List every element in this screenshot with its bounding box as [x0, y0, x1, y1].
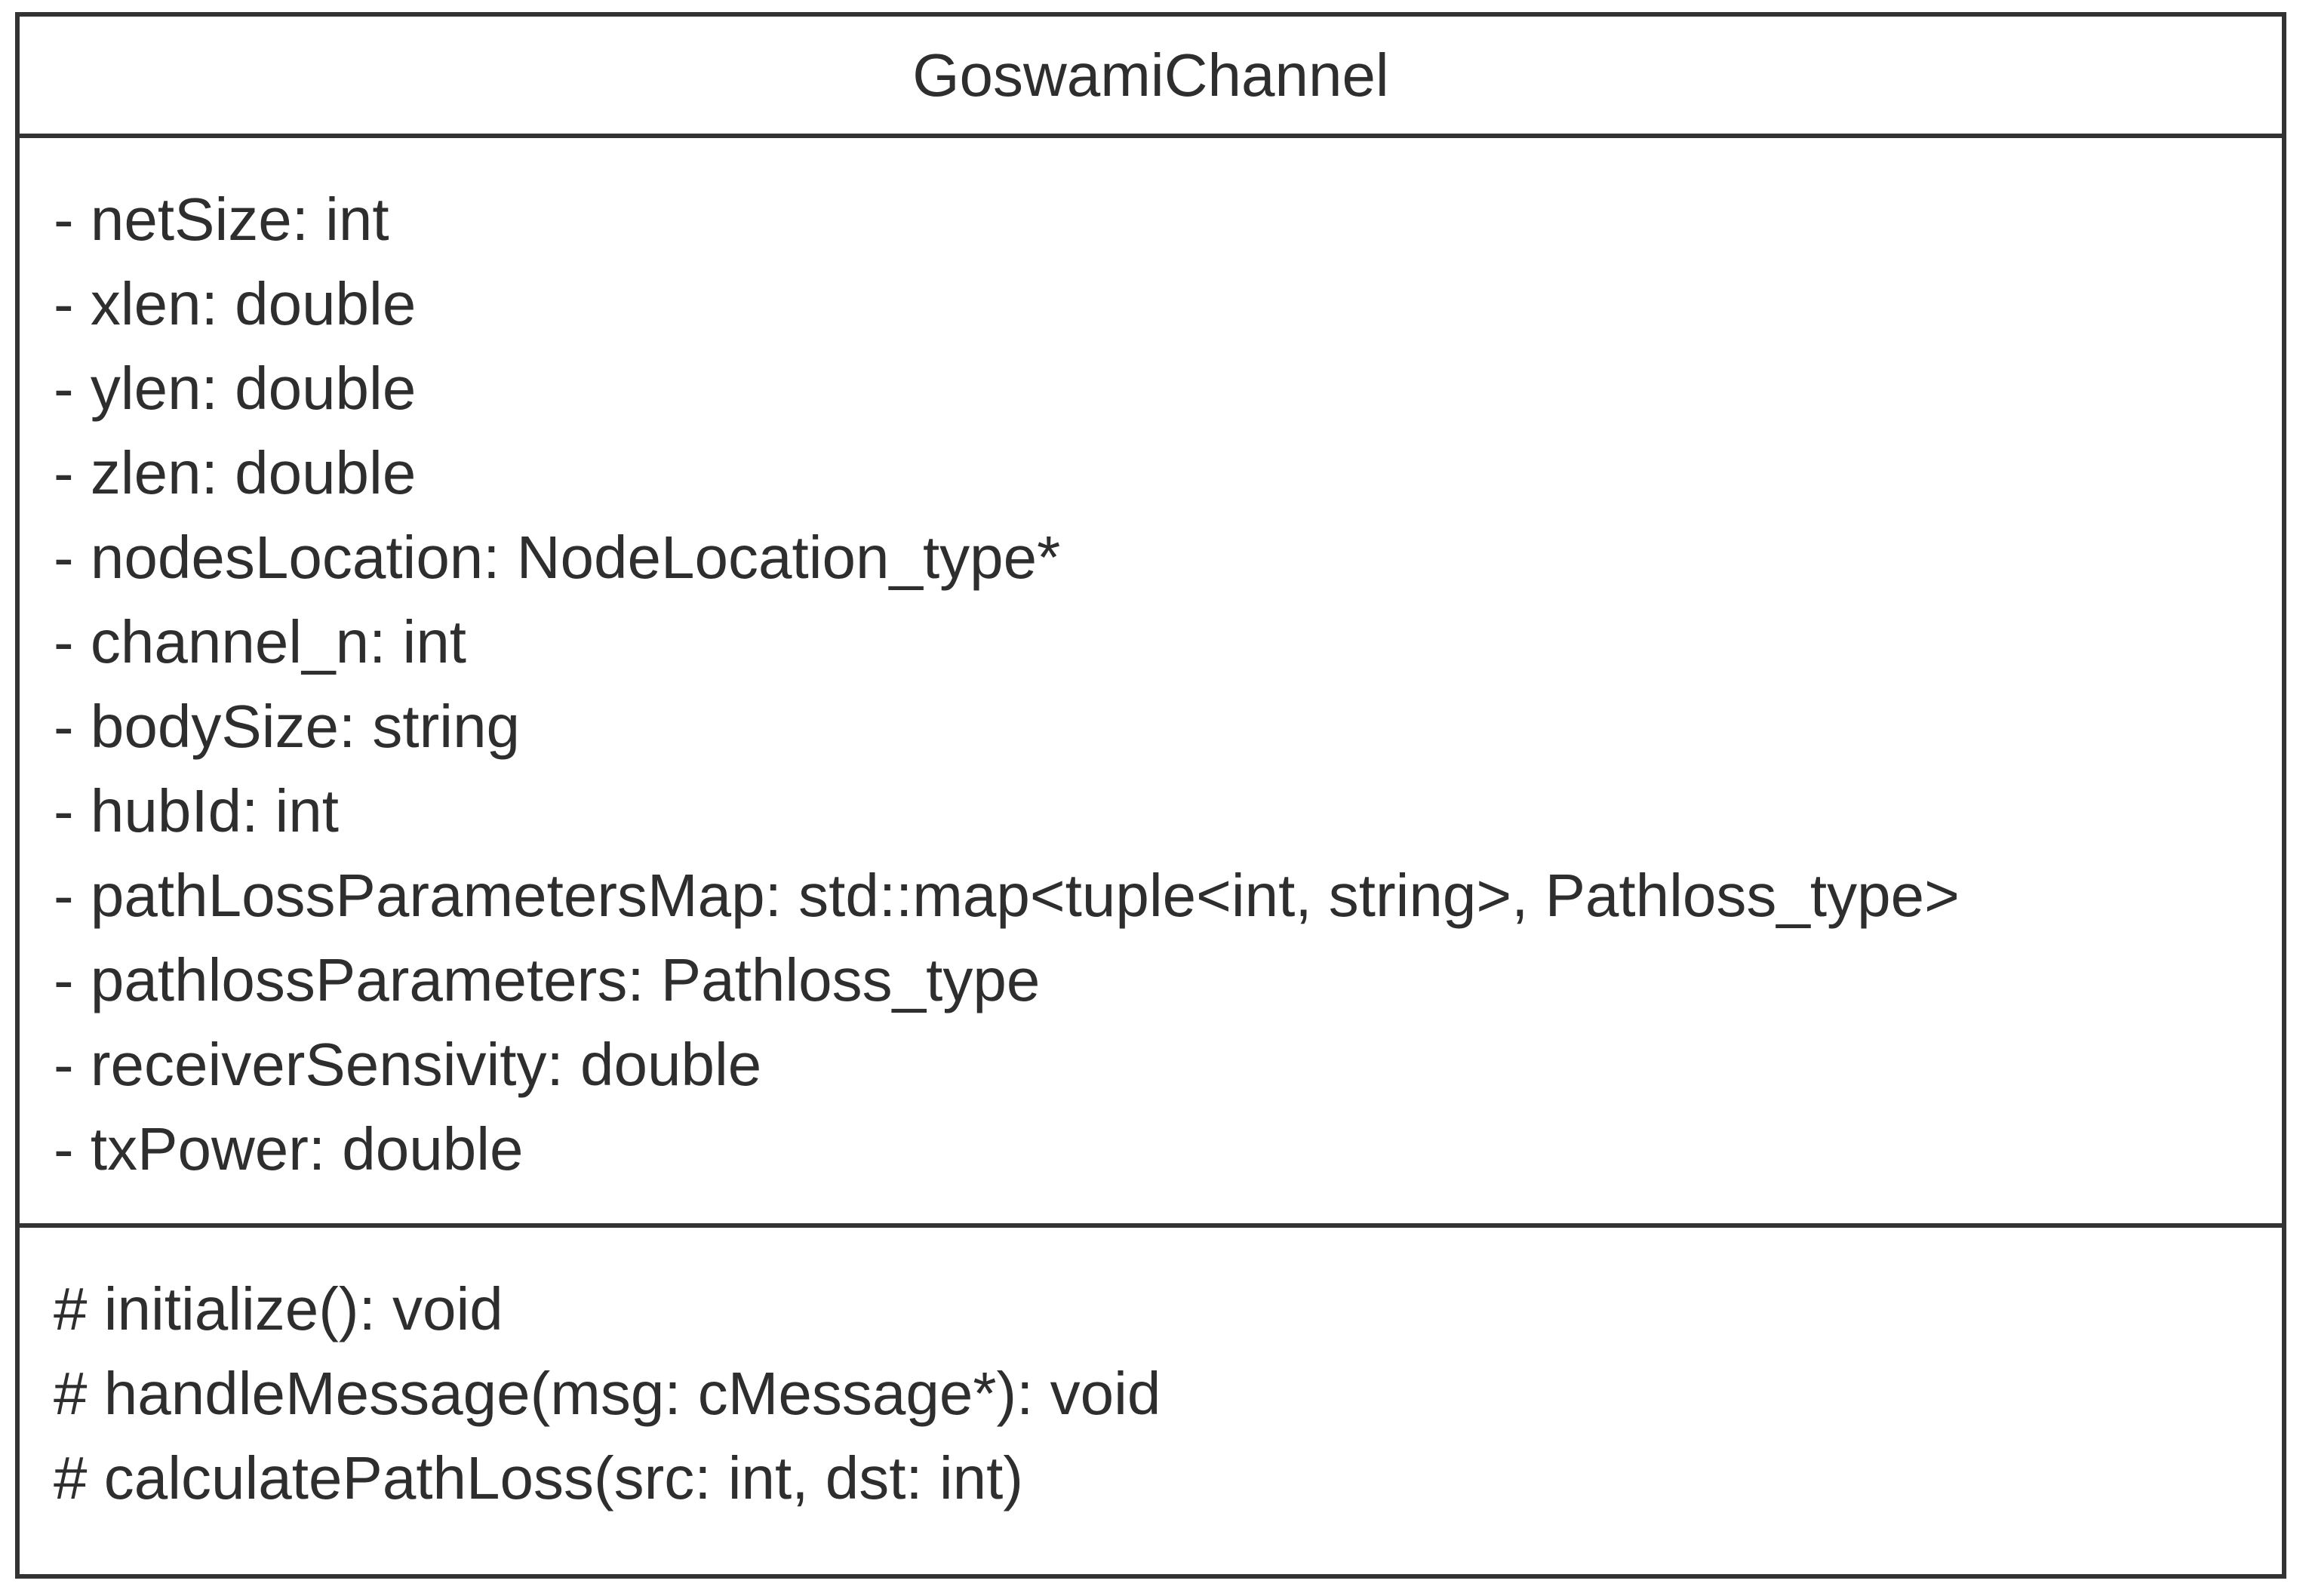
- attribute-row: - channel_n: int: [54, 608, 467, 675]
- attribute-row: - netSize: int: [54, 186, 389, 253]
- attribute-row: - receiverSensivity: double: [54, 1031, 762, 1098]
- class-name-compartment: GoswamiChannel: [20, 17, 2282, 138]
- operation-row: # handleMessage(msg: cMessage*): void: [54, 1360, 1161, 1427]
- attribute-row: - nodesLocation: NodeLocation_type*: [54, 524, 1061, 591]
- attribute-row: - bodySize: string: [54, 693, 521, 760]
- attributes-compartment: - netSize: int - xlen: double - ylen: do…: [20, 138, 2282, 1228]
- attribute-row: - hubId: int: [54, 777, 340, 844]
- attribute-row: - pathLossParametersMap: std::map<tuple<…: [54, 862, 1960, 929]
- attribute-row: - xlen: double: [54, 270, 417, 337]
- attribute-row: - pathlossParameters: Pathloss_type: [54, 946, 1041, 1013]
- attribute-row: - ylen: double: [54, 355, 417, 422]
- operation-row: # initialize(): void: [54, 1275, 503, 1342]
- attribute-row: - zlen: double: [54, 439, 417, 506]
- class-name-label: GoswamiChannel: [912, 41, 1389, 109]
- attribute-row: - txPower: double: [54, 1115, 524, 1182]
- operation-row: # calculatePathLoss(src: int, dst: int): [54, 1444, 1023, 1511]
- operations-compartment: # initialize(): void # handleMessage(msg…: [20, 1228, 2282, 1574]
- uml-class-box: GoswamiChannel - netSize: int - xlen: do…: [15, 12, 2286, 1579]
